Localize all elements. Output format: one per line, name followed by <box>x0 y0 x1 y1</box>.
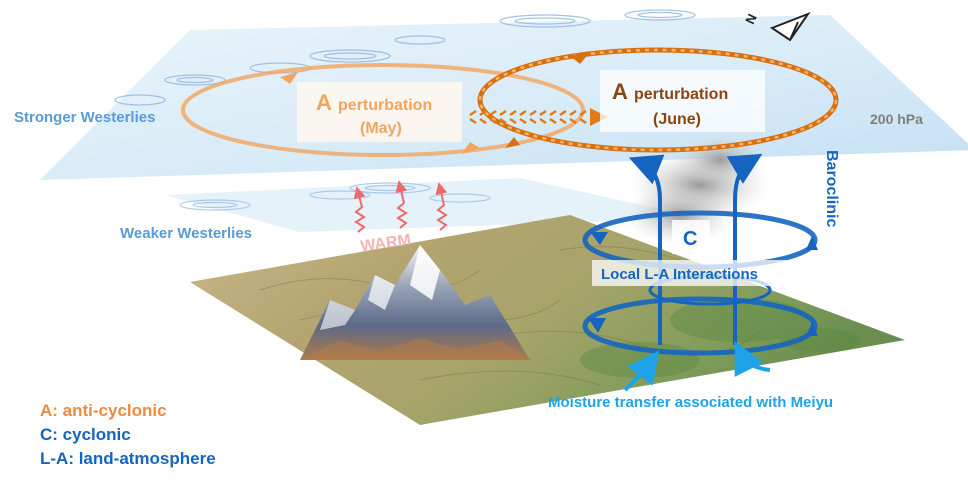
a-june-word: perturbation <box>634 86 728 103</box>
cyclonic-circulation <box>582 153 818 356</box>
ascent-arrow-right <box>726 153 763 345</box>
stronger-westerlies-label: Stronger Westerlies <box>14 109 155 126</box>
warm-label: WARM <box>359 232 412 256</box>
cyclone-arrow-lower-left <box>588 318 606 333</box>
local-la-interactions-label: Local L-A Interactions <box>601 266 758 283</box>
anticyclone-june-arrow-bottom <box>505 137 520 148</box>
moisture-arrow-right <box>734 341 771 378</box>
anticyclone-may-arrow-bottom <box>462 142 480 154</box>
a-may-word: perturbation <box>338 97 432 114</box>
local-la-label-box <box>592 260 792 286</box>
anticyclone-ring-may <box>181 63 585 157</box>
cyclone-arrow-upper-left <box>590 232 608 245</box>
may-label-box <box>297 82 462 142</box>
land-surface <box>190 215 905 425</box>
propagation-arrowhead <box>590 108 608 126</box>
c-label-box <box>672 220 710 254</box>
cyclone-ring-lower <box>582 296 818 356</box>
a-june-month: (June) <box>653 111 701 128</box>
anticyclone-may-arrow-top <box>280 72 298 84</box>
legend-anticyclonic: A: anti-cyclonic <box>40 401 167 420</box>
cyclone-arrow-upper-right <box>806 236 818 250</box>
june-label-box <box>600 70 765 132</box>
legend-land-atmosphere: L-A: land-atmosphere <box>40 449 216 468</box>
ascent-arrow-left <box>628 154 665 345</box>
a-may-month: (May) <box>360 120 402 137</box>
warm-heating-arrows <box>353 180 448 233</box>
weaker-westerlies-swirls <box>179 182 491 211</box>
anticyclone-june-arrow-top <box>570 52 590 64</box>
lower-level-plane <box>165 178 700 232</box>
baroclinic-label: Baroclinic <box>823 150 840 227</box>
moisture-transfer-label: Moisture transfer associated with Meiyu <box>548 394 833 411</box>
a-may-letter: A <box>316 90 332 115</box>
c-letter: C <box>683 228 697 250</box>
anticyclone-ring-june-braid <box>478 48 838 152</box>
weaker-westerlies-label: Weaker Westerlies <box>120 225 252 242</box>
pressure-level-label: 200 hPa <box>870 111 923 127</box>
propagation-arrow <box>469 109 587 125</box>
moisture-arrow-left <box>623 350 660 392</box>
a-june-letter: A <box>612 79 628 104</box>
cyclone-arrow-lower-right <box>806 322 818 336</box>
legend-cyclonic: C: cyclonic <box>40 425 131 444</box>
tibetan-plateau-mountain <box>300 245 530 360</box>
